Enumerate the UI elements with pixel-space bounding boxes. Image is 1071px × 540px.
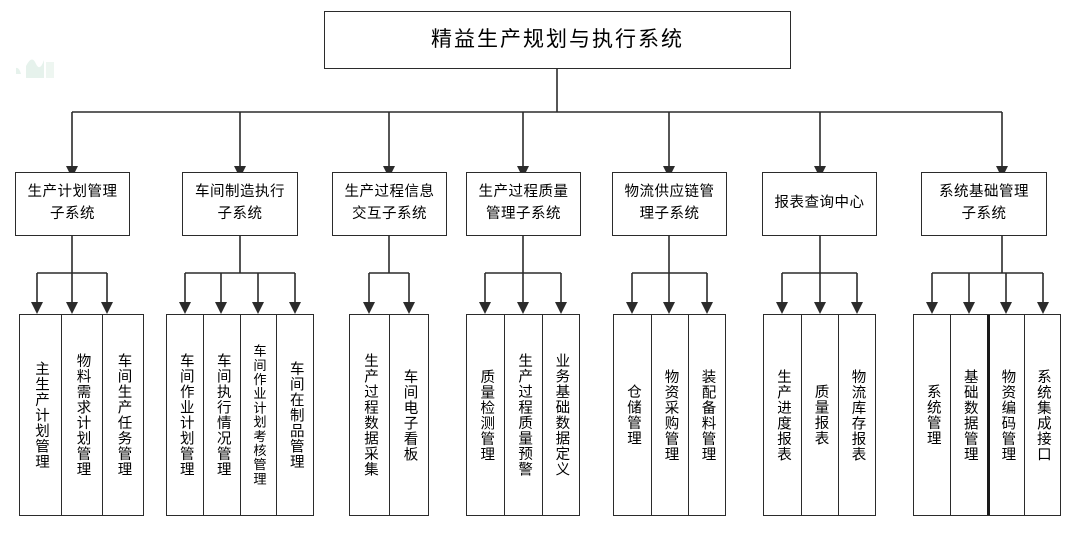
module-label-2-3: 车间作业计划考核管理 bbox=[251, 344, 267, 486]
module-group-3: 生产过程数据采集 车间电子看板 bbox=[349, 314, 429, 516]
subsystem-node-3-label: 生产过程信息 交互子系统 bbox=[341, 182, 439, 226]
subsystem-node-2-line1: 车间制造执行 bbox=[195, 184, 285, 201]
module-label-1-3: 车间生产任务管理 bbox=[115, 353, 132, 477]
subsystem-node-2-label: 车间制造执行 子系统 bbox=[191, 182, 289, 226]
module-cell-3-2[interactable]: 车间电子看板 bbox=[388, 315, 428, 515]
module-label-1-2: 物料需求计划管理 bbox=[74, 353, 91, 477]
subsystem-node-1-line2: 子系统 bbox=[50, 206, 95, 222]
module-cell-5-1[interactable]: 仓储管理 bbox=[614, 315, 651, 515]
module-cell-5-3[interactable]: 装配备料管理 bbox=[687, 315, 725, 515]
module-cell-4-2[interactable]: 生产过程质量预警 bbox=[504, 315, 542, 515]
subsystem-node-5-line1: 物流供应链管 bbox=[624, 184, 715, 201]
subsystem-node-3-line2: 交互子系统 bbox=[352, 206, 427, 222]
module-group-6: 生产进度报表 质量报表 物流库存报表 bbox=[763, 314, 876, 516]
module-cell-6-3[interactable]: 物流库存报表 bbox=[837, 315, 875, 515]
module-cell-7-3[interactable]: 物资编码管理 bbox=[986, 315, 1024, 515]
subsystem-node-7[interactable]: 系统基础管理 子系统 bbox=[921, 172, 1047, 236]
module-label-5-2: 物资采购管理 bbox=[662, 368, 679, 462]
root-node[interactable]: 精益生产规划与执行系统 bbox=[324, 11, 791, 69]
module-group-7: 系统管理 基础数据管理 物资编码管理 系统集成接口 bbox=[913, 314, 1061, 516]
subsystem-node-7-line1: 系统基础管理 bbox=[939, 184, 1029, 201]
subsystem-node-6-line1: 报表查询中心 bbox=[774, 195, 865, 212]
subsystem-node-6[interactable]: 报表查询中心 bbox=[762, 172, 877, 236]
module-cell-2-3[interactable]: 车间作业计划考核管理 bbox=[239, 315, 277, 515]
module-label-4-1: 质量检测管理 bbox=[478, 368, 495, 462]
module-label-6-3: 物流库存报表 bbox=[849, 368, 866, 462]
subsystem-node-5-label: 物流供应链管 理子系统 bbox=[621, 182, 719, 226]
module-cell-7-1[interactable]: 系统管理 bbox=[914, 315, 951, 515]
module-group-5: 仓储管理 物资采购管理 装配备料管理 bbox=[613, 314, 726, 516]
module-cell-4-1[interactable]: 质量检测管理 bbox=[467, 315, 505, 515]
module-cell-2-4[interactable]: 车间在制品管理 bbox=[276, 315, 313, 515]
module-cell-7-4[interactable]: 系统集成接口 bbox=[1023, 315, 1061, 515]
subsystem-node-5-line2: 理子系统 bbox=[639, 206, 700, 222]
subsystem-node-1-label: 生产计划管理 子系统 bbox=[24, 182, 122, 226]
watermark-decoration bbox=[16, 59, 54, 78]
module-cell-1-1[interactable]: 主生产计划管理 bbox=[20, 315, 61, 515]
module-label-2-4: 车间在制品管理 bbox=[287, 360, 304, 470]
subsystem-node-2-line2: 子系统 bbox=[217, 206, 263, 222]
module-cell-2-1[interactable]: 车间作业计划管理 bbox=[167, 315, 204, 515]
module-label-2-2: 车间执行情况管理 bbox=[214, 353, 231, 477]
subsystem-node-1[interactable]: 生产计划管理 子系统 bbox=[15, 172, 130, 236]
module-cell-1-3[interactable]: 车间生产任务管理 bbox=[101, 315, 143, 515]
module-label-3-2: 车间电子看板 bbox=[401, 368, 418, 462]
module-cell-3-1[interactable]: 生产过程数据采集 bbox=[350, 315, 389, 515]
module-cell-6-2[interactable]: 质量报表 bbox=[800, 315, 838, 515]
subsystem-node-7-line2: 子系统 bbox=[961, 206, 1007, 222]
module-label-5-3: 装配备料管理 bbox=[699, 368, 716, 462]
module-cell-6-1[interactable]: 生产进度报表 bbox=[764, 315, 801, 515]
module-cell-5-2[interactable]: 物资采购管理 bbox=[650, 315, 688, 515]
module-label-6-2: 质量报表 bbox=[812, 384, 829, 446]
module-cell-7-2[interactable]: 基础数据管理 bbox=[950, 315, 987, 515]
module-label-7-2: 基础数据管理 bbox=[961, 368, 978, 462]
root-node-label: 精益生产规划与执行系统 bbox=[431, 28, 684, 52]
module-label-6-1: 生产进度报表 bbox=[775, 368, 792, 462]
subsystem-node-6-label: 报表查询中心 bbox=[771, 193, 869, 215]
subsystem-node-5[interactable]: 物流供应链管 理子系统 bbox=[612, 172, 727, 236]
subsystem-node-3[interactable]: 生产过程信息 交互子系统 bbox=[332, 172, 447, 236]
subsystem-node-4-label: 生产过程质量 管理子系统 bbox=[475, 182, 573, 226]
module-cell-1-2[interactable]: 物料需求计划管理 bbox=[60, 315, 102, 515]
module-label-1-1: 主生产计划管理 bbox=[33, 360, 50, 470]
module-cell-2-2[interactable]: 车间执行情况管理 bbox=[203, 315, 240, 515]
module-group-1: 主生产计划管理 物料需求计划管理 车间生产任务管理 bbox=[19, 314, 144, 516]
module-label-2-1: 车间作业计划管理 bbox=[177, 353, 194, 477]
subsystem-node-3-line1: 生产过程信息 bbox=[344, 184, 435, 201]
module-label-7-3: 物资编码管理 bbox=[999, 368, 1016, 462]
module-label-4-2: 生产过程质量预警 bbox=[516, 353, 533, 477]
subsystem-node-4[interactable]: 生产过程质量 管理子系统 bbox=[466, 172, 581, 236]
subsystem-node-7-label: 系统基础管理 子系统 bbox=[935, 182, 1033, 226]
module-label-5-1: 仓储管理 bbox=[625, 384, 642, 446]
subsystem-node-4-line2: 管理子系统 bbox=[486, 206, 561, 222]
module-label-7-4: 系统集成接口 bbox=[1034, 368, 1051, 462]
module-group-4: 质量检测管理 生产过程质量预警 业务基础数据定义 bbox=[466, 314, 580, 516]
module-group-2: 车间作业计划管理 车间执行情况管理 车间作业计划考核管理 车间在制品管理 bbox=[166, 314, 314, 516]
subsystem-node-2[interactable]: 车间制造执行 子系统 bbox=[182, 172, 298, 236]
module-cell-4-3[interactable]: 业务基础数据定义 bbox=[541, 315, 580, 515]
module-label-4-3: 业务基础数据定义 bbox=[553, 353, 570, 477]
module-label-3-1: 生产过程数据采集 bbox=[362, 353, 379, 477]
module-label-7-1: 系统管理 bbox=[924, 384, 941, 446]
subsystem-node-1-line1: 生产计划管理 bbox=[27, 184, 118, 201]
subsystem-node-4-line1: 生产过程质量 bbox=[478, 184, 569, 201]
